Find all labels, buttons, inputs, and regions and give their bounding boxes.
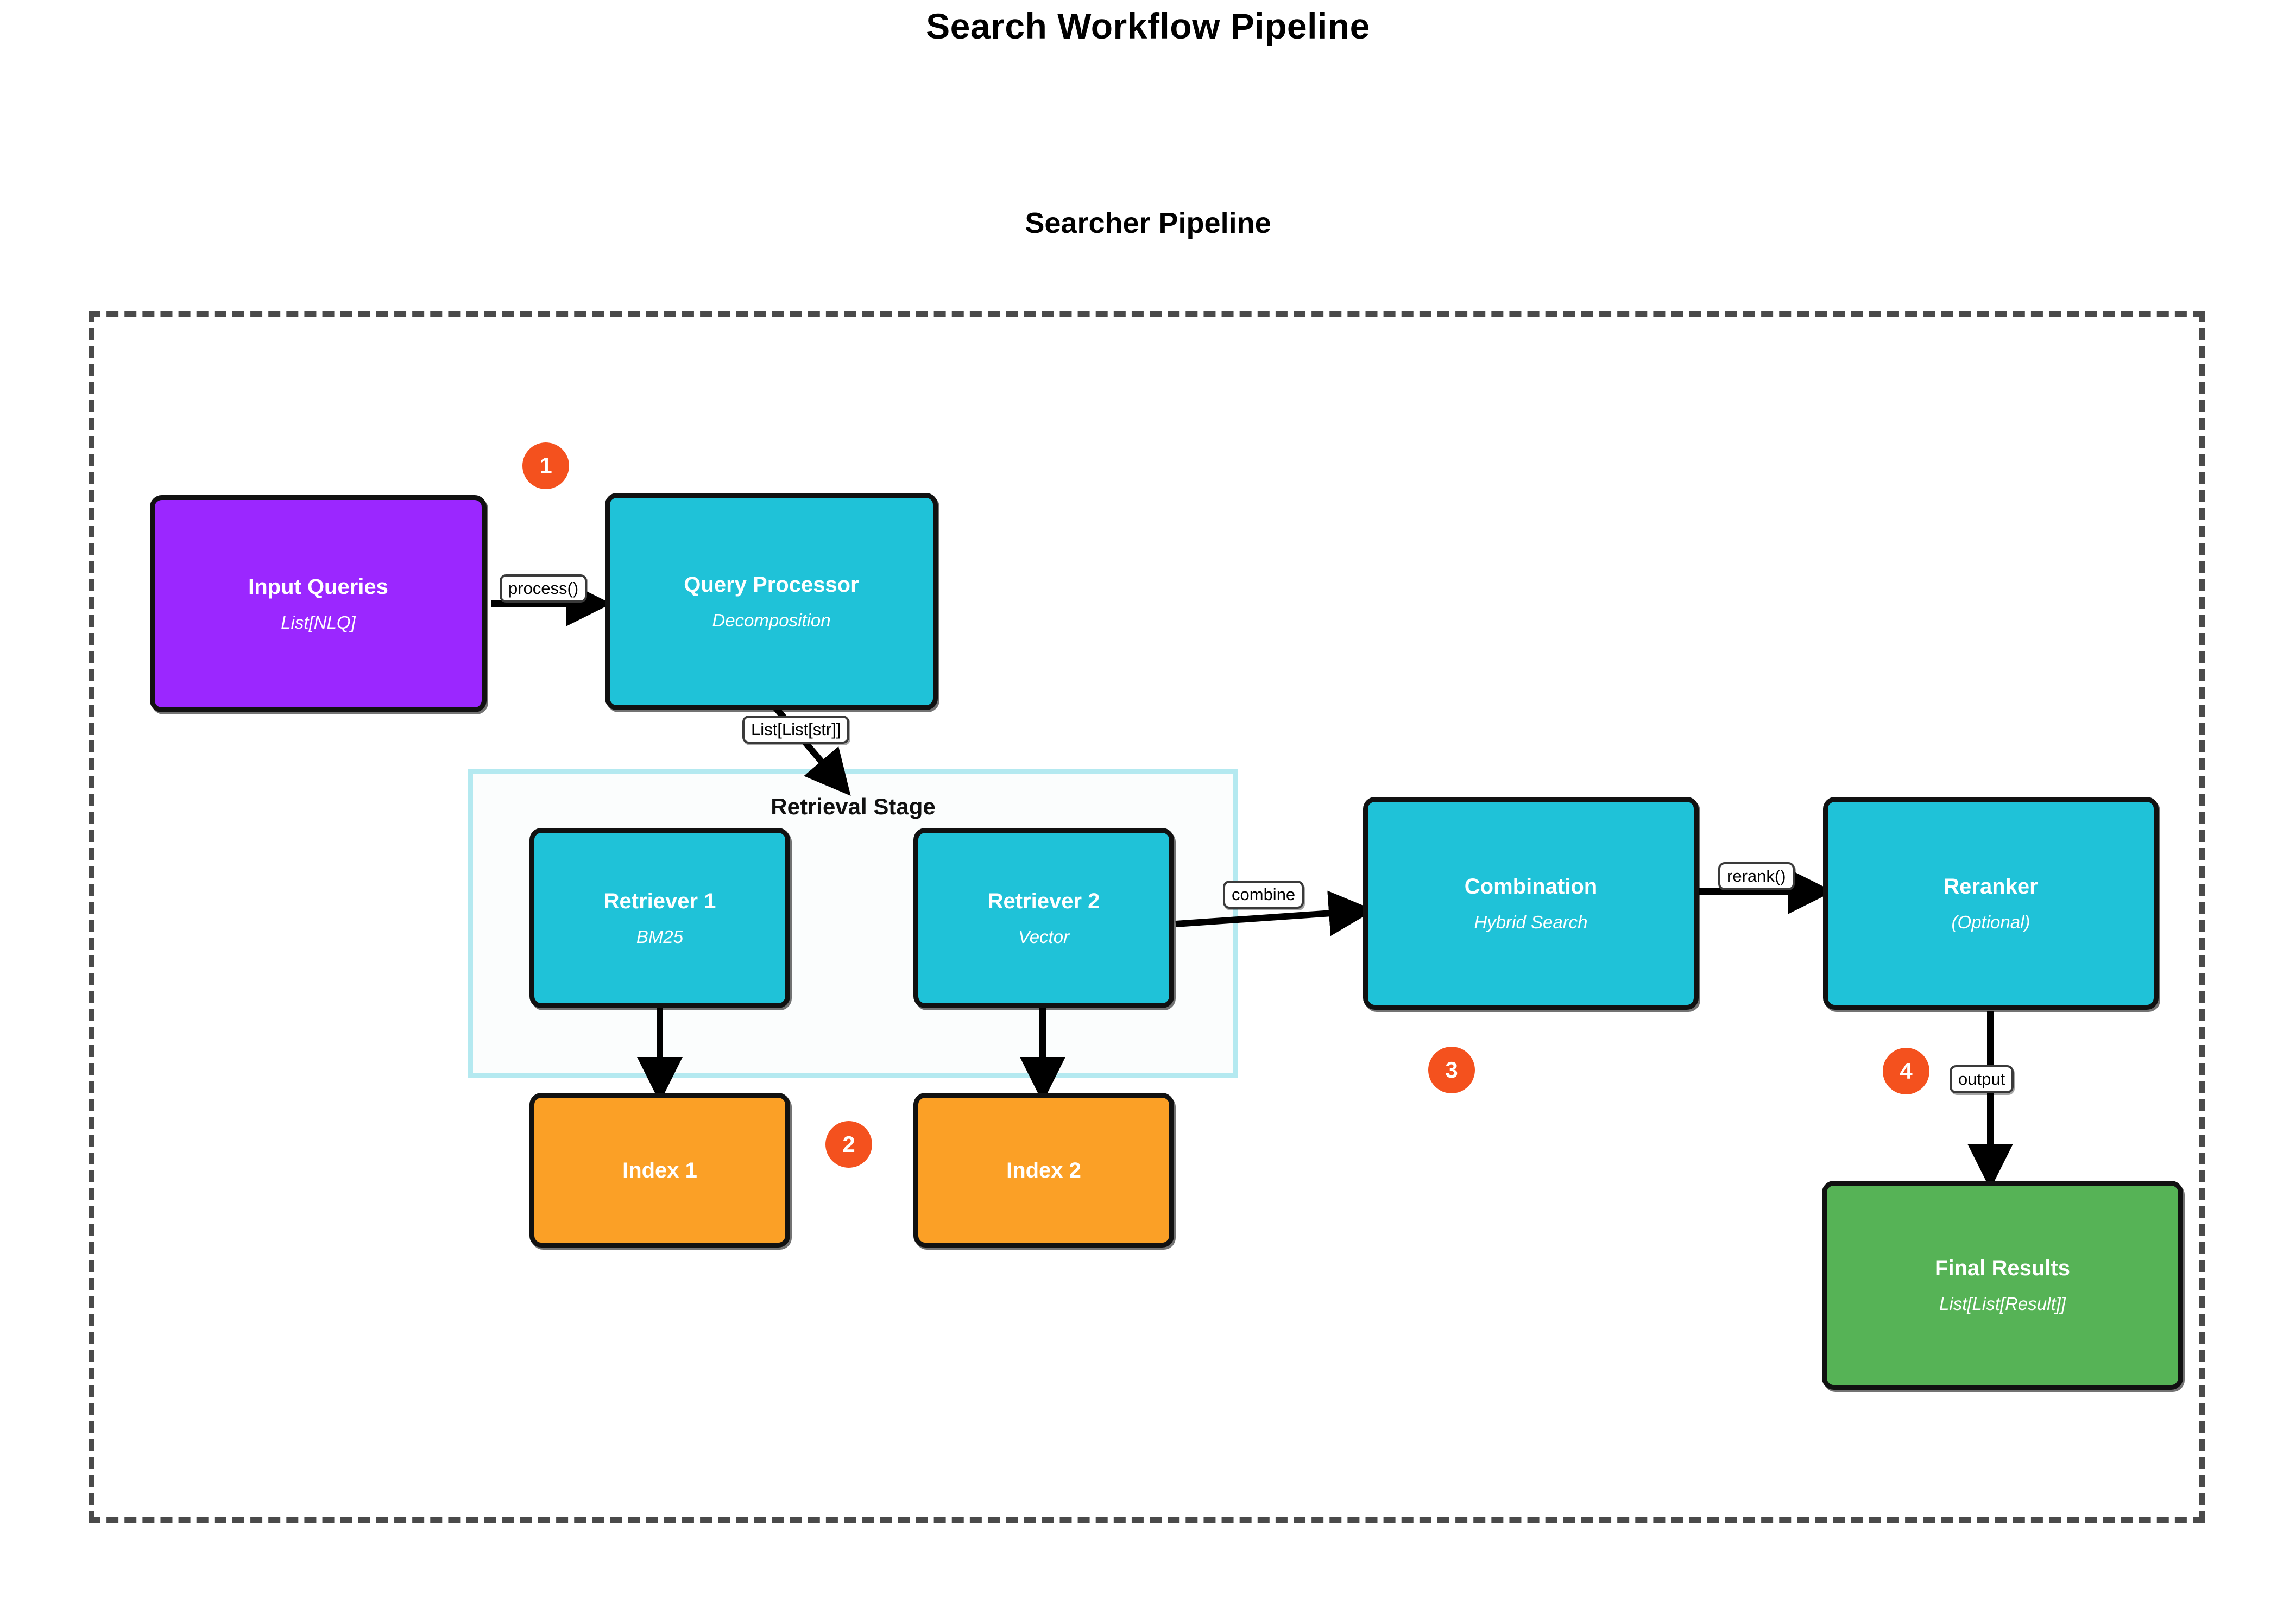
retrieval-stage-label: Retrieval Stage <box>771 794 936 819</box>
node-subtitle: BM25 <box>636 926 684 947</box>
node-title: Retriever 2 <box>987 889 1100 913</box>
node-index-1[interactable]: Index 1 <box>529 1093 790 1248</box>
node-title: Query Processor <box>684 572 859 597</box>
diagram-subtitle: Searcher Pipeline <box>1025 207 1271 239</box>
edge-label-output: output <box>1950 1065 2014 1093</box>
step-badge-3: 3 <box>1428 1047 1475 1093</box>
node-reranker[interactable]: Reranker (Optional) <box>1823 797 2159 1010</box>
node-subtitle: Hybrid Search <box>1474 912 1588 932</box>
node-input-queries[interactable]: Input Queries List[NLQ] <box>150 495 487 712</box>
node-subtitle: List[List[Result]] <box>1939 1294 2066 1314</box>
node-retriever-2[interactable]: Retriever 2 Vector <box>913 828 1174 1008</box>
node-title: Retriever 1 <box>603 889 716 913</box>
node-title: Input Queries <box>248 574 388 599</box>
node-combination[interactable]: Combination Hybrid Search <box>1363 797 1699 1010</box>
node-subtitle: (Optional) <box>1951 912 2030 932</box>
edge-label-process: process() <box>500 574 588 603</box>
node-title: Index 2 <box>1006 1158 1081 1182</box>
edge-label-decompose: List[List[str]] <box>742 716 850 744</box>
node-query-processor[interactable]: Query Processor Decomposition <box>605 493 938 710</box>
page-title: Search Workflow Pipeline <box>926 6 1370 46</box>
node-subtitle: Decomposition <box>712 610 831 630</box>
step-badge-2: 2 <box>825 1121 872 1168</box>
node-title: Final Results <box>1935 1256 2070 1281</box>
pipeline-frame <box>89 311 2205 1523</box>
edge-label-rerank: rerank() <box>1718 862 1795 890</box>
node-retriever-1[interactable]: Retriever 1 BM25 <box>529 828 790 1008</box>
node-title: Index 1 <box>622 1158 697 1182</box>
node-subtitle: List[NLQ] <box>281 612 356 632</box>
node-index-2[interactable]: Index 2 <box>913 1093 1174 1248</box>
node-subtitle: Vector <box>1018 926 1070 947</box>
edge-label-combine: combine <box>1223 881 1304 909</box>
node-title: Combination <box>1464 874 1598 898</box>
node-final-results[interactable]: Final Results List[List[Result]] <box>1822 1181 2183 1390</box>
step-badge-1: 1 <box>522 442 569 489</box>
node-title: Reranker <box>1944 874 2038 898</box>
step-badge-4: 4 <box>1883 1048 1929 1094</box>
